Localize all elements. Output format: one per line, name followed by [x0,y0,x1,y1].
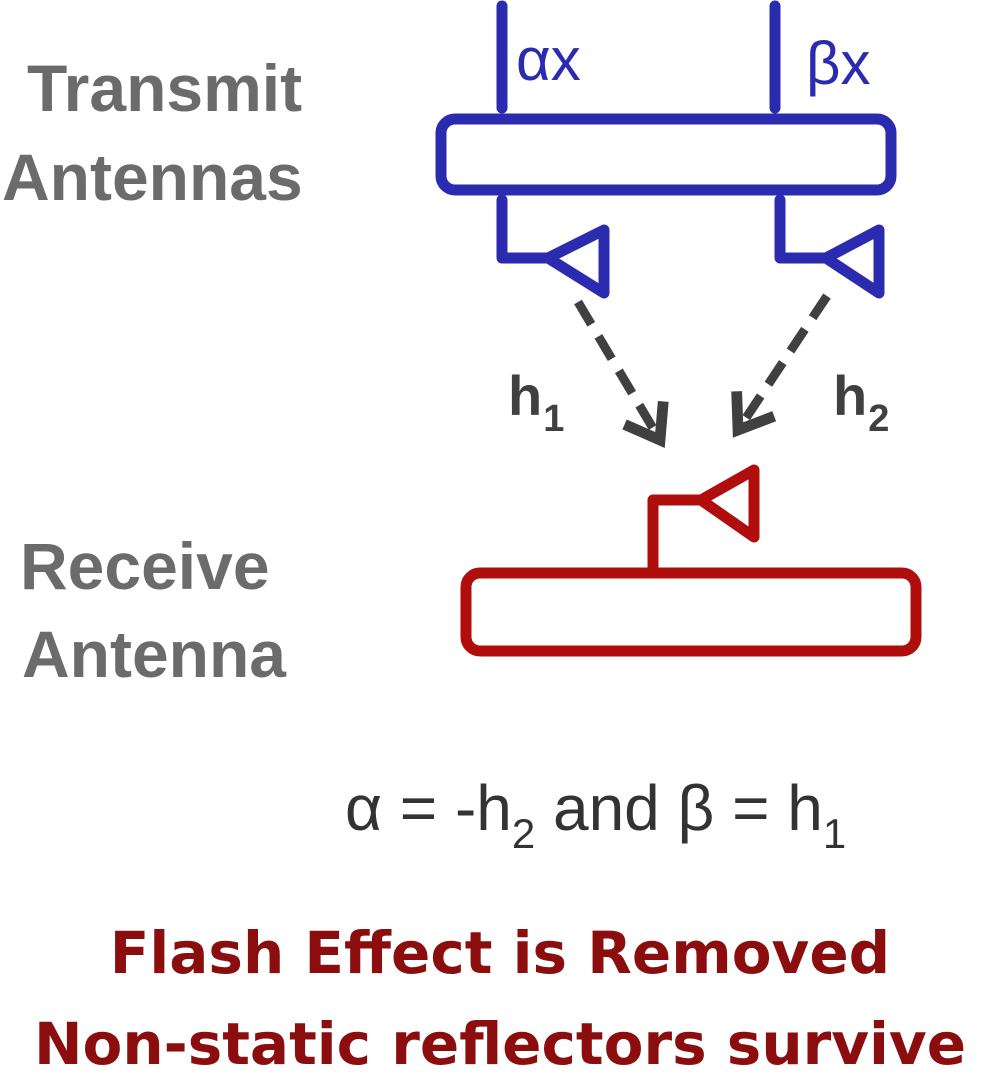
conclusion-line2: Non-static reflectors survive [33,1010,967,1078]
transmit-antenna-right-icon [820,224,885,299]
signal-label-beta-x: βx [806,30,871,97]
receive-antenna [460,464,922,657]
channel-label-h1-base: h [508,364,543,427]
signal-label-alpha-x: αx [516,26,581,93]
transmit-feed-left-wire [496,194,553,264]
equation-part1: α = -h [345,772,512,844]
transmit-label-line1: Transmit [27,51,303,125]
conclusion-line1: Flash Effect is Removed [109,919,891,987]
equation: α = -h2 and β = h1 [345,776,846,855]
h2-arrow [731,293,831,438]
receive-feed-wire [647,494,706,574]
receive-box [460,567,922,657]
channel-label-h1-sub: 1 [543,398,565,440]
receive-label-line2: Antenna [22,617,286,691]
receive-label-line1: Receive [20,529,270,603]
channel-label-h1: h1 [508,368,564,439]
channel-label-h2-sub: 2 [868,398,890,440]
equation-sub2: 1 [822,810,847,857]
transmit-box [435,113,897,196]
transmit-feed-right-wire [774,194,831,264]
h1-arrow [574,299,669,448]
transmit-label-line2: Antennas [2,140,303,214]
channel-label-h2-base: h [833,364,868,427]
receive-antenna-icon [695,464,760,543]
channel-label-h2: h2 [833,368,889,439]
transmit-antennas [435,0,897,299]
equation-sub1: 2 [511,810,536,857]
transmit-antenna-left-icon [542,224,610,299]
channel-arrows [574,293,831,448]
equation-part2: and β = h [535,772,823,844]
